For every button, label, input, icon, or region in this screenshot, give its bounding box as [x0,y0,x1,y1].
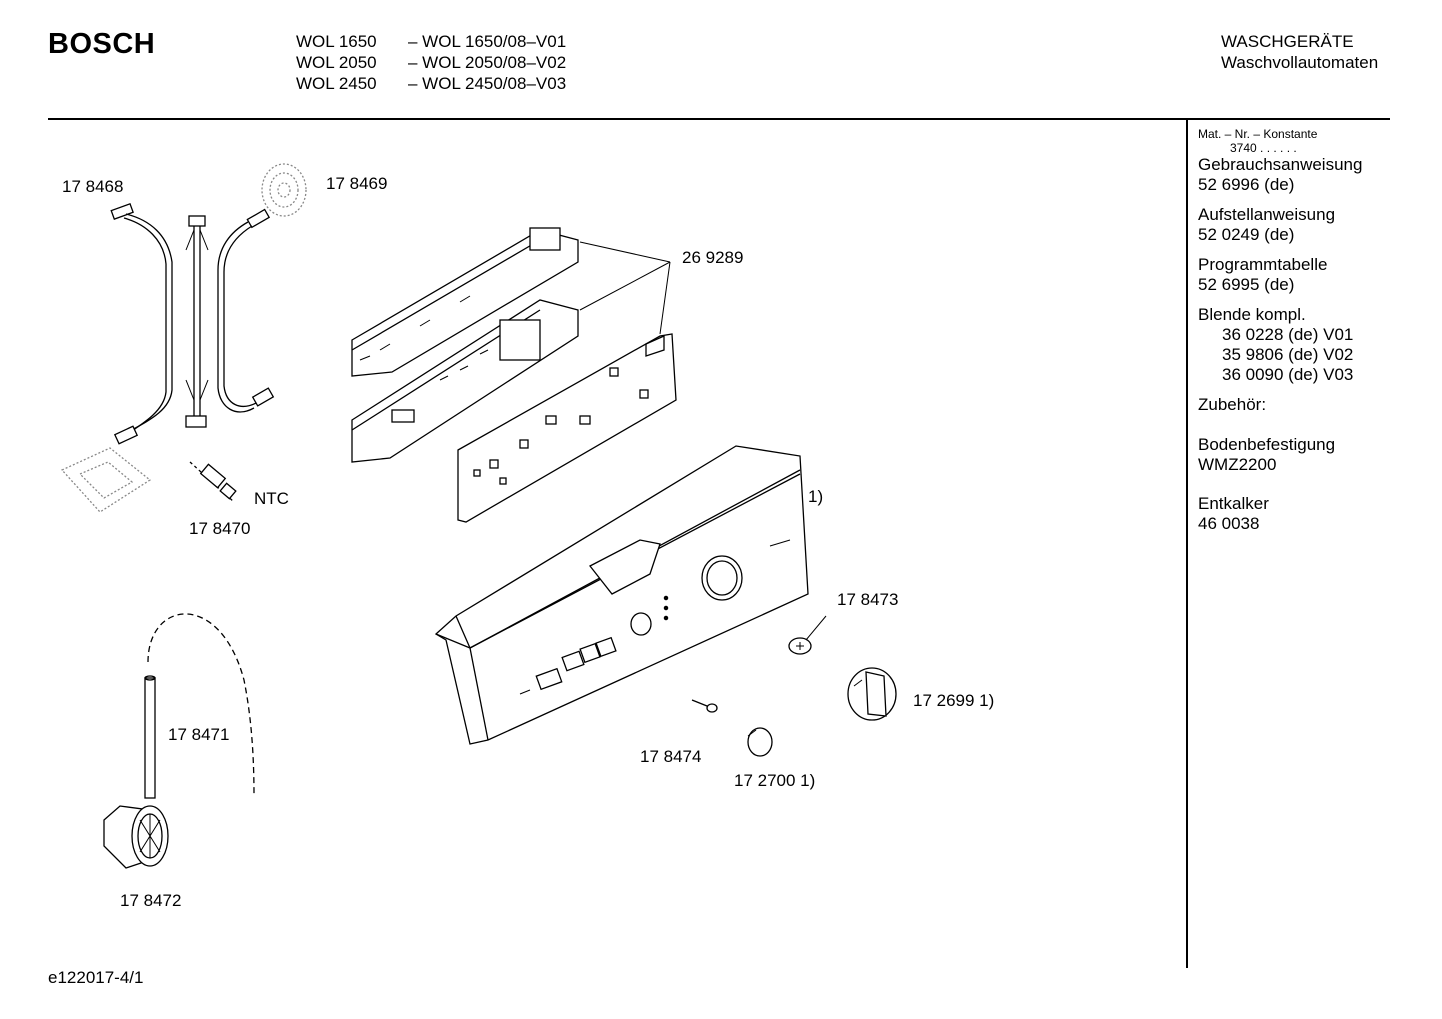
label-172699: 17 2699 1) [913,691,995,710]
zubehoer-label: Zubehör: [1198,395,1267,414]
blende-value: 35 9806 (de) V02 [1222,345,1354,364]
programm-label: Programmtabelle [1198,255,1328,274]
blende-value: 36 0090 (de) V03 [1222,365,1354,384]
label-178474: 17 8474 [640,747,702,766]
sidebar-divider [1186,118,1188,968]
label-178473: 17 8473 [837,590,899,609]
pin-178474 [691,699,718,713]
model-name: WOL 1650 [296,32,377,51]
boden-label: Bodenbefestigung [1198,435,1336,454]
wiring-harness-178468 [110,202,275,445]
label-269289: 26 9289 [682,248,744,267]
label-178468: 17 8468 [62,177,124,196]
brand-logo: BOSCH [48,28,156,60]
knob-172700 [747,727,773,757]
label-178469: 17 8469 [326,174,388,193]
exploded-diagram [60,163,897,869]
document-code: e122017-4/1 [48,968,144,987]
ntc-sensor [189,461,237,503]
blende-value: 36 0228 (de) V01 [1222,325,1354,344]
label-178471: 17 8471 [168,725,230,744]
mat-nr-header: Mat. – Nr. – Konstante [1198,127,1318,141]
mat-nr-value: 3740 . . . . . . [1230,141,1297,155]
category-block: WASCHGERÄTE Waschvollautomaten [1221,31,1378,73]
level-sensor-tube-178471 [144,675,156,799]
sidebar: Mat. – Nr. – Konstante 3740 . . . . . . … [1198,127,1362,534]
label-178472: 17 8472 [120,891,182,910]
label-ntc: NTC [254,489,289,508]
pressure-hose [147,613,255,797]
boden-value: WMZ2200 [1198,455,1277,474]
model-row: WOL 2450 – WOL 2450/08–V03 [296,73,566,94]
electronic-module-lower [351,299,579,463]
electronic-module-upper [351,227,579,377]
leader-line [579,261,671,311]
model-name: WOL 2050 [296,53,377,72]
model-name: WOL 2450 [296,74,377,93]
gebrauch-value: 52 6996 (de) [1198,175,1295,194]
header-divider [48,118,1390,120]
component-178469 [261,163,307,217]
model-variant: – WOL 1650/08–V01 [408,32,567,51]
program-knob-172699 [847,667,897,721]
control-panel [434,445,809,745]
circuit-board [457,333,677,523]
pressure-switch-178472 [103,805,169,869]
leader-line [579,241,671,263]
programm-value: 52 6995 (de) [1198,275,1295,294]
model-list: WOL 1650 – WOL 1650/08–V01 WOL 2050 – WO… [296,31,566,94]
model-variant: – WOL 2450/08–V03 [408,74,567,93]
label-note-1: 1) [808,487,824,506]
connector-component [60,447,152,513]
gebrauch-label: Gebrauchsanweisung [1198,155,1363,174]
label-178470: 17 8470 [189,519,251,538]
small-knob-178473 [788,615,827,655]
label-172700: 17 2700 1) [734,771,816,790]
aufstell-label: Aufstellanweisung [1198,205,1336,224]
entkalker-label: Entkalker [1198,494,1269,513]
category-subtitle: Waschvollautomaten [1221,53,1379,72]
entkalker-value: 46 0038 [1198,514,1260,533]
leader-line [659,261,671,335]
category-title: WASCHGERÄTE [1221,32,1354,51]
aufstell-value: 52 0249 (de) [1198,225,1295,244]
model-variant: – WOL 2050/08–V02 [408,53,567,72]
model-row: WOL 1650 – WOL 1650/08–V01 [296,31,566,52]
blende-label: Blende kompl. [1198,305,1306,324]
model-row: WOL 2050 – WOL 2050/08–V02 [296,52,566,73]
